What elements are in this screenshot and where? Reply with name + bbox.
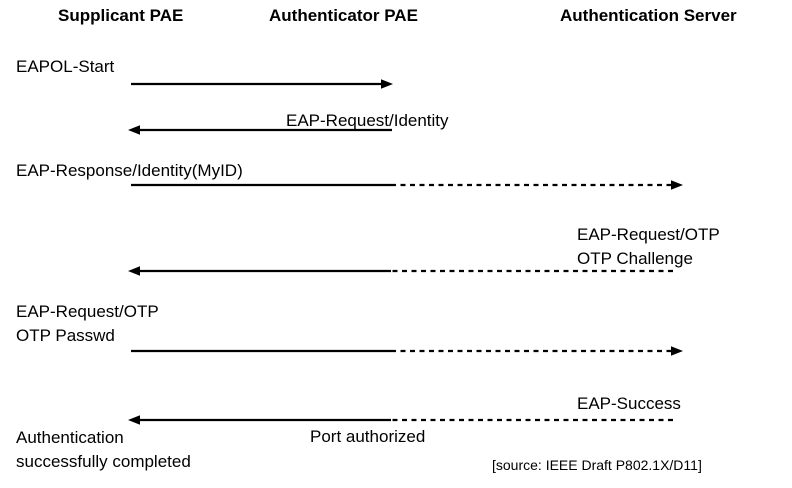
note-authentication-complete-line1: Authentication [16, 428, 124, 447]
message-label-eap-request-otp-passwd-line2: OTP Passwd [16, 326, 115, 345]
message-label-eap-response-identity: EAP-Response/Identity(MyID) [16, 161, 243, 180]
message-label-eap-success: EAP-Success [577, 394, 681, 413]
message-label-eap-request-otp-challenge-line1: EAP-Request/OTP [577, 225, 720, 244]
arrow-eap-success-port-authorized [128, 415, 673, 425]
column-header-supplicant: Supplicant PAE [58, 6, 184, 25]
column-header-authentication-server: Authentication Server [560, 6, 737, 25]
message-label-eapol-start: EAPOL-Start [16, 57, 115, 76]
message-label-eap-request-otp-passwd-line1: EAP-Request/OTP [16, 302, 159, 321]
message-label-eap-request-identity: EAP-Request/Identity [286, 111, 449, 130]
note-authentication-complete-line2: successfully completed [16, 452, 191, 471]
arrow-eap-request-otp-challenge [128, 266, 673, 276]
message-label-port-authorized: Port authorized [310, 427, 426, 446]
arrow-eap-request-otp-passwd [131, 346, 683, 356]
arrow-eap-response-identity [131, 180, 683, 190]
message-label-eap-request-otp-challenge-line2: OTP Challenge [577, 249, 693, 268]
arrow-eapol-start [131, 79, 393, 89]
arrow-eap-request-identity [128, 125, 392, 135]
source-attribution: [source: IEEE Draft P802.1X/D11] [492, 457, 702, 473]
column-header-authenticator: Authenticator PAE [269, 6, 418, 25]
